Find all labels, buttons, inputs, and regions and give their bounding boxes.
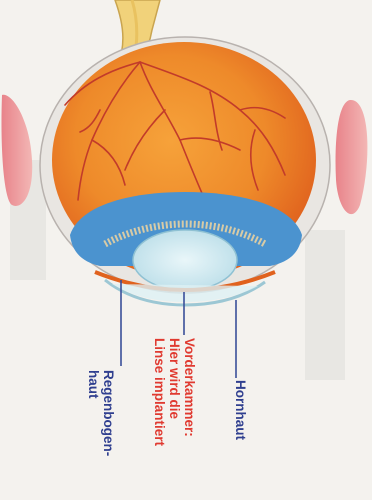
label-hornhaut: Hornhaut (233, 380, 248, 440)
label-regenbogenhaut: Regenbogen- haut (86, 370, 116, 456)
label-vorderkammer-line1: Vorderkammer: (182, 338, 197, 446)
eyelid-right (336, 100, 368, 214)
label-vorderkammer: Vorderkammer: Hier wird die Linse implan… (152, 338, 197, 446)
lens (133, 230, 237, 290)
label-vorderkammer-line3: Linse implantiert (152, 338, 167, 446)
label-regenbogen-line2: haut (86, 370, 101, 456)
label-regenbogen-line1: Regenbogen- (101, 370, 116, 456)
eyelid-left (1, 95, 32, 206)
label-hornhaut-text: Hornhaut (233, 380, 248, 440)
label-vorderkammer-line2: Hier wird die (167, 338, 182, 446)
